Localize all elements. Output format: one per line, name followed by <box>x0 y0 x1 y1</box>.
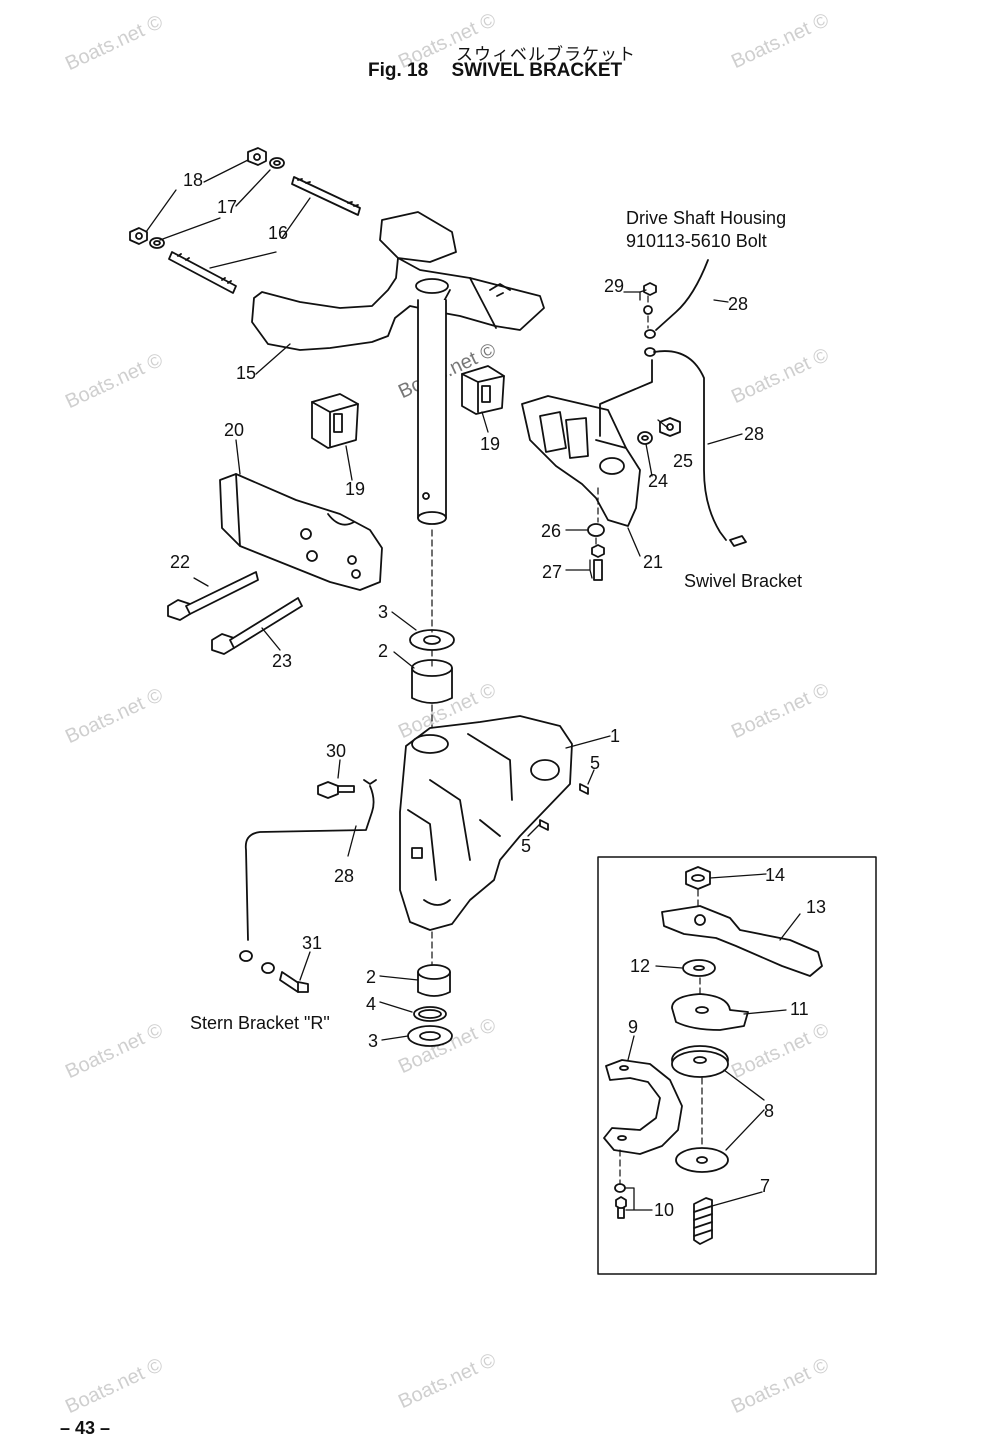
callout-5-lower: 5 <box>521 836 532 856</box>
bolt-27 <box>591 544 605 581</box>
rubber-mount-19-right <box>461 365 505 415</box>
callout-13: 13 <box>806 897 827 917</box>
callout-4: 4 <box>366 994 377 1014</box>
plate-9 <box>603 1059 683 1155</box>
washer-31 <box>261 962 275 974</box>
friction-disc-8-lower <box>675 1147 729 1173</box>
bushing-2-upper <box>411 659 453 704</box>
rubber-mount-19-left <box>311 393 359 449</box>
callout-18: 18 <box>183 170 204 190</box>
callout-8: 8 <box>764 1101 775 1121</box>
callout-22: 22 <box>170 552 191 572</box>
inset-frame <box>597 856 877 1275</box>
ground-lead-28-left <box>239 779 377 962</box>
bolt-29 <box>643 282 657 315</box>
bolt-23 <box>211 597 303 655</box>
callout-20: 20 <box>224 420 245 440</box>
callout-19-right: 19 <box>480 434 501 454</box>
callout-28-right: 28 <box>744 424 765 444</box>
washer-24 <box>637 431 653 445</box>
callout-16: 16 <box>268 223 289 243</box>
callout-3-upper: 3 <box>378 602 389 622</box>
swivel-bracket-1 <box>399 715 573 931</box>
callout-9: 9 <box>628 1017 639 1037</box>
callout-1: 1 <box>610 726 621 746</box>
callout-23: 23 <box>272 651 293 671</box>
callout-28-upper: 28 <box>728 294 749 314</box>
caption-swivel-bracket: Swivel Bracket <box>684 571 803 591</box>
callout-12: 12 <box>630 956 651 976</box>
stud-16-lower <box>168 251 237 294</box>
washer-17-upper <box>269 157 285 169</box>
callout-26: 26 <box>541 521 562 541</box>
callout-3-lower: 3 <box>368 1031 379 1051</box>
callout-17: 17 <box>217 197 238 217</box>
steering-bracket-15 <box>251 211 545 351</box>
callout-2-lower: 2 <box>366 967 377 987</box>
callout-30: 30 <box>326 741 347 761</box>
swivel-bracket-21 <box>521 395 641 527</box>
page-title: Fig. 18 SWIVEL BRACKET <box>368 60 622 82</box>
callout-10: 10 <box>654 1200 675 1220</box>
caption-drive-shaft-housing: Drive Shaft Housing <box>626 208 787 228</box>
callout-15: 15 <box>236 363 257 383</box>
screw-30 <box>317 781 355 799</box>
o-ring-4 <box>413 1006 447 1022</box>
title-japanese: スウィベルブラケット <box>456 45 636 65</box>
nut-18-upper <box>247 147 267 166</box>
mount-cover-20 <box>219 473 383 591</box>
nut-25 <box>659 417 681 437</box>
callout-31: 31 <box>302 933 323 953</box>
bolt-22 <box>167 571 259 621</box>
friction-plate-11 <box>671 993 749 1031</box>
bushing-2-lower <box>417 964 451 997</box>
grease-nipple-5-lower <box>539 819 549 831</box>
lever-13 <box>661 905 823 977</box>
nut-18-lower <box>129 227 148 245</box>
callout-11: 11 <box>790 999 809 1019</box>
callout-24: 24 <box>648 471 669 491</box>
callout-28-left: 28 <box>334 866 355 886</box>
friction-disc-8-upper <box>671 1045 729 1078</box>
washer-26 <box>587 523 605 537</box>
callout-21: 21 <box>643 552 664 572</box>
steering-shaft <box>417 299 447 525</box>
screw-31 <box>279 971 309 993</box>
bolt-7 <box>693 1197 713 1245</box>
grease-nipple-5-upper <box>579 783 589 795</box>
callout-27: 27 <box>542 562 563 582</box>
leader-28-to-21 <box>599 359 653 437</box>
caption-bolt: 910113-5610 Bolt <box>626 231 767 251</box>
callout-2-upper: 2 <box>378 641 389 661</box>
callout-25: 25 <box>673 451 694 471</box>
callout-7: 7 <box>760 1176 771 1196</box>
figure-title: SWIVEL BRACKET <box>451 60 623 81</box>
callout-19-left: 19 <box>345 479 366 499</box>
washer-10 <box>614 1183 626 1193</box>
page-number: – 43 – <box>60 1418 111 1438</box>
ground-lead-28-upper <box>644 259 709 339</box>
washer-3-upper <box>409 629 455 651</box>
nut-14 <box>685 866 711 890</box>
ground-lead-28-right <box>644 347 747 547</box>
washer-3-lower <box>407 1025 453 1047</box>
callout-29: 29 <box>604 276 625 296</box>
washer-12 <box>682 959 716 977</box>
callout-14: 14 <box>765 865 786 885</box>
callout-5-upper: 5 <box>590 753 601 773</box>
caption-stern-bracket: Stern Bracket "R" <box>190 1013 330 1033</box>
screw-10 <box>615 1196 627 1219</box>
stud-16-upper <box>291 176 361 216</box>
figure-number: Fig. 18 <box>368 60 429 81</box>
